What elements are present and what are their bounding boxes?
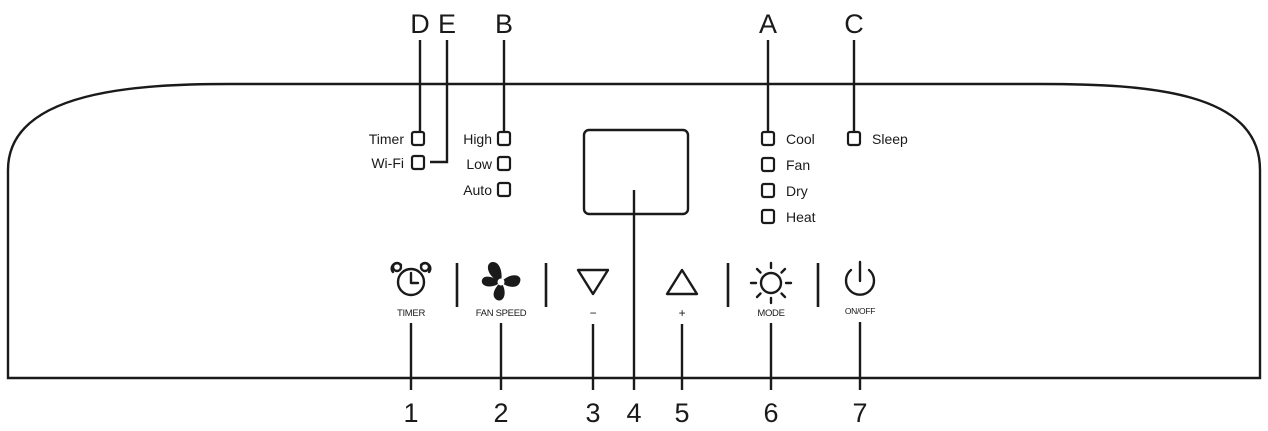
callout-letter-b: B	[495, 9, 513, 39]
alarm-clock-icon	[390, 261, 432, 297]
triangle-down-icon	[576, 268, 610, 296]
indicator-label-sleep: Sleep	[872, 131, 908, 147]
callout-number-3: 3	[585, 398, 600, 428]
display-window	[582, 128, 690, 216]
temperature-up-button[interactable]: +	[665, 268, 699, 320]
callout-number-1: 1	[403, 398, 418, 428]
callout-number-4: 4	[626, 398, 641, 428]
indicator-light-low	[496, 155, 512, 172]
fan-speed-button-label: FAN SPEED	[476, 308, 527, 319]
callout-number-2: 2	[493, 398, 508, 428]
indicator-label-low: Low	[466, 156, 493, 172]
indicator-label-cool: Cool	[786, 131, 815, 147]
callout-letter-e: E	[438, 9, 456, 39]
indicator-light-dry	[760, 182, 776, 199]
triangle-up-icon	[665, 268, 699, 296]
callout-number-6: 6	[763, 398, 778, 428]
timer-button-label: TIMER	[397, 308, 425, 319]
indicator-light-fan	[760, 156, 776, 173]
fan-icon	[481, 261, 521, 301]
callout-number-5: 5	[674, 398, 689, 428]
mode-button[interactable]: MODE	[749, 261, 793, 319]
callout-number-7: 7	[852, 398, 867, 428]
temperature-down-button[interactable]: −	[576, 268, 610, 320]
indicator-label-fan: Fan	[786, 157, 810, 173]
sun-mode-icon	[749, 261, 793, 305]
timer-button[interactable]: TIMER	[390, 261, 432, 319]
indicator-light-heat	[760, 208, 776, 225]
callout-letter-a: A	[759, 9, 777, 39]
indicator-light-sleep	[846, 130, 862, 147]
callout-letter-d: D	[410, 9, 430, 39]
temperature-down-button-label: −	[590, 306, 597, 320]
indicator-light-wifi	[410, 154, 426, 171]
power-icon	[844, 260, 876, 296]
indicator-label-heat: Heat	[786, 209, 816, 225]
fan-speed-button[interactable]: FAN SPEED	[476, 261, 527, 319]
leader-line-e	[430, 40, 449, 164]
indicator-label-auto: Auto	[463, 182, 492, 198]
indicator-light-timer	[410, 130, 426, 147]
indicator-label-dry: Dry	[786, 183, 808, 199]
mode-button-label: MODE	[757, 308, 784, 319]
power-button-label: ON/OFF	[845, 306, 875, 316]
indicator-light-auto	[496, 181, 512, 198]
power-button[interactable]: ON/OFF	[844, 260, 876, 316]
callout-letter-c: C	[844, 9, 864, 39]
indicator-light-high	[496, 130, 512, 147]
indicator-light-cool	[760, 130, 776, 147]
indicator-label-timer: Timer	[369, 131, 405, 147]
indicator-label-high: High	[463, 131, 492, 147]
indicator-label-wifi: Wi-Fi	[371, 155, 404, 171]
temperature-up-button-label: +	[679, 306, 686, 320]
